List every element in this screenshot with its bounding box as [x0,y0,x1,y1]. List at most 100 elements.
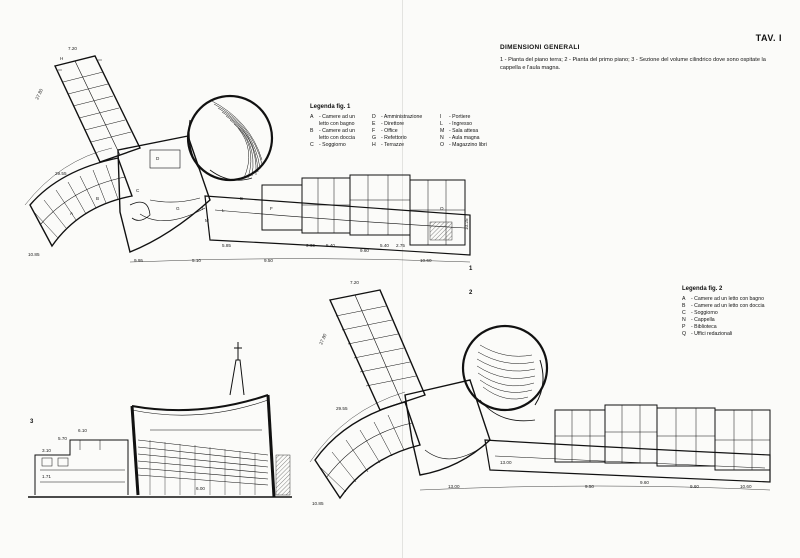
dimension-label: 10.25 [464,218,469,230]
legend-item: A- Camere ad un letto con bagno [310,114,356,127]
dimension-label: 2.75 [396,243,405,248]
dimension-label: 6.10 [78,428,87,433]
dimension-label: 10.60 [420,258,432,263]
legend-item: H- Terrazze [372,142,404,148]
dimension-label: 9.50 [264,258,273,263]
legend-fig2-title: Legenda fig. 2 [682,286,723,292]
section-cylinder-wall-left [130,405,140,496]
dimension-label: 10.85 [28,252,40,257]
legend-item: I- Portiere [440,114,471,120]
plan1-north-wing [54,55,141,163]
plan2-east-blocks [554,404,771,471]
legend-item: F- Office [372,128,398,134]
section-seating [137,439,269,486]
plate-number: TAV. I [755,33,782,43]
dimension-label: 10.85 [312,501,324,506]
plan2-north-wing [328,289,426,411]
room-label: O [440,206,444,211]
plan1-east-blocks [261,174,466,246]
legend-item: G- Refettorio [372,135,407,141]
figure-number-1: 1 [469,266,473,272]
room-label: M [205,218,209,223]
legend-fig1: Legenda fig. 1 A- Camere ad un letto con… [310,104,510,149]
dimension-label: 10.60 [740,484,752,489]
dimension-label: 1.71 [42,474,51,479]
dimension-label: 27.80 [318,332,327,345]
page-fold [402,0,403,558]
room-label: C [136,188,140,193]
figure-number-2: 2 [469,290,473,296]
room-label: B [96,196,99,201]
dimension-label: 9.60 [306,243,315,248]
room-label: F [270,206,273,211]
dimension-label: 29.55 [336,406,348,411]
section-cylinder-wall-right [266,394,276,498]
dimension-label: 9.60 [640,480,649,485]
section-dimensions: 6.10 5.70 3.10 1.71 6.00 [42,428,205,491]
room-label: L [222,208,225,213]
legend-fig2: Legenda fig. 2 A- Camere ad un letto con… [682,286,792,338]
dimension-label: 27.80 [34,88,44,101]
plan2-dimensions: 7.20 27.80 29.55 10.85 13.00 13.00 9.50 … [312,280,752,506]
legend-item: M- Sala attesa [440,128,479,134]
legend-item: A- Camere ad un letto con bagno [682,296,764,302]
dimension-label: 9.50 [585,484,594,489]
plan-first-floor [309,289,771,500]
legend-item: N- Cappella [682,317,715,323]
plan1-east-corridor [204,195,471,256]
legend-item: E- Direttore [372,121,405,127]
plan2-chapel-cylinder [461,324,549,422]
section-cylinder [28,342,292,498]
figure-number-3: 3 [30,419,34,425]
room-label: E [240,196,243,201]
dimension-label: 3.10 [42,448,51,453]
plan2-east-corridor [484,439,771,483]
legend-fig1-title: Legenda fig. 1 [310,104,351,110]
legend-fig1-col3: I- Portiere L- Ingresso M- Sala attesa N… [440,114,506,149]
plan1-aula-magna-cylinder [186,94,274,182]
plan-ground-floor [24,55,471,263]
section-tower [229,359,245,396]
plan2-central-hall [404,379,491,476]
section-roof [131,394,269,412]
dimension-label: 9.95 [134,258,143,263]
dimension-label: 5.85 [222,243,231,248]
plate-title: DIMENSIONI GENERALI [500,44,580,51]
plan1-central-hall [117,135,211,253]
legend-item: O- Magazzino libri [440,142,487,148]
dimension-label: 5.70 [58,436,67,441]
legend-fig1-col2: D- Amministrazione E- Direttore F- Offic… [372,114,430,149]
legend-item: Q- Uffici redazionali [682,331,733,337]
section-low-building [34,439,129,495]
room-label: I [202,206,203,211]
dimension-label: 13.00 [448,484,460,489]
plan1-dimensions: 7.20 27.80 29.55 10.85 9.95 5.10 5.85 9.… [28,46,469,263]
dimension-label: 5.40 [326,243,335,248]
plan1-room-labels: A B C G D E F L I M O H [60,56,444,223]
legend-item: L- Ingresso [440,121,473,127]
legend-item: C- Soggiorno [682,310,718,316]
legend-item: N- Aula magna [440,135,480,141]
legend-item: C- Soggiorno [310,142,346,148]
plate-description: 1 - Pianta del piano terra; 2 - Pianta d… [500,57,766,71]
room-label: H [60,56,63,61]
plan2-west-wing [314,401,421,500]
dimension-label: 9.60 [360,248,369,253]
legend-fig1-col1: A- Camere ad un letto con bagno B- Camer… [310,114,362,149]
room-label: G [176,206,180,211]
dimension-label: 9.60 [690,484,699,489]
legend-item: B- Camere ad un letto con doccia [310,128,356,141]
dimension-label: 6.00 [196,486,205,491]
dimension-label: 29.55 [55,171,67,176]
legend-item: B- Camere ad un letto con doccia [682,303,765,309]
dimension-label: 7.20 [68,46,77,51]
dimension-label: 7.20 [350,280,359,285]
legend-item: P- Biblioteca [682,324,717,330]
dimension-label: 5.10 [192,258,201,263]
legend-item: D- Amministrazione [372,114,423,120]
dimension-label: 5.40 [380,243,389,248]
room-label: D [156,156,160,161]
dimension-label: 13.00 [500,460,512,465]
room-label: A [70,211,74,216]
